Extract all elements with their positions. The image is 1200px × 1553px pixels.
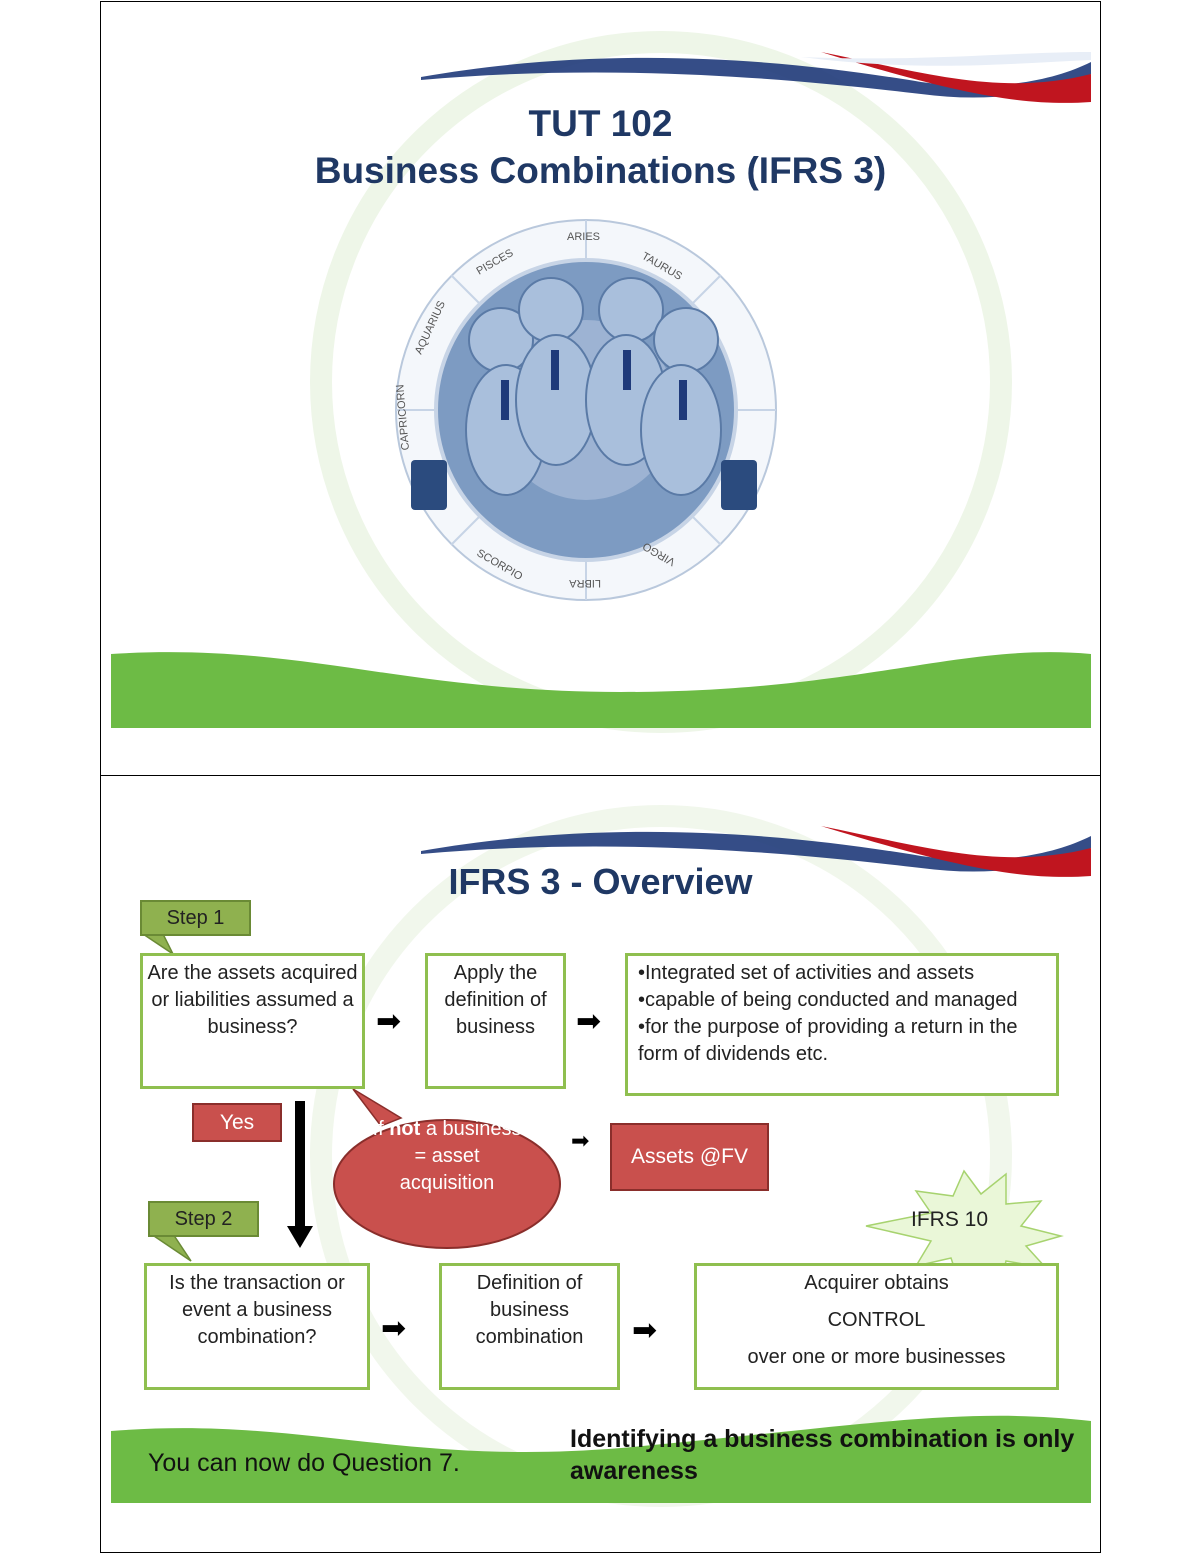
right-arrow-icon: ➡: [576, 1005, 602, 1038]
yes-label: Yes: [192, 1103, 282, 1142]
definition-bullet: •Integrated set of activities and assets: [638, 962, 975, 984]
definition-bullet: •for the purpose of providing a return i…: [638, 1016, 1018, 1065]
footer-left-text: You can now do Question 7.: [148, 1449, 460, 1477]
callout-icon: [333, 1119, 561, 1249]
business-definition-box: •Integrated set of activities and assets…: [625, 953, 1059, 1096]
slide-2-title: IFRS 3 - Overview: [448, 861, 753, 902]
down-arrow-icon: [287, 1226, 313, 1248]
title-line-1: TUT 102: [528, 103, 673, 144]
right-arrow-icon: ➡: [381, 1312, 407, 1345]
zodiac-label-capricorn: CAPRICORN: [394, 384, 412, 451]
slide-1: TUT 102 Business Combinations (IFRS 3): [100, 1, 1101, 776]
definition-bullet: •capable of being conducted and managed: [638, 989, 1018, 1011]
acquirer-line-2: CONTROL: [827, 1309, 926, 1331]
zodiac-wheel-icon: ARIES TAURUS PISCES AQUARIUS CAPRICORN S…: [394, 219, 777, 601]
right-arrow-icon: ➡: [632, 1314, 658, 1347]
ifrs10-label: IFRS 10: [911, 1208, 989, 1231]
acquirer-line-1: Acquirer obtains: [804, 1272, 949, 1294]
slide-2-decoration: [111, 805, 1091, 1507]
definition-bc-box: Definition of business combination: [439, 1263, 620, 1390]
apply-definition-box: Apply the definition of business: [425, 953, 566, 1089]
right-arrow-icon: ➡: [376, 1005, 402, 1038]
right-arrow-icon: ➡: [571, 1128, 590, 1153]
zodiac-label-aries: ARIES: [567, 231, 600, 243]
acquirer-control-box: Acquirer obtains CONTROL over one or mor…: [694, 1263, 1059, 1390]
assets-fv-box: Assets @FV: [610, 1123, 769, 1191]
slide-1-decoration: [111, 31, 1091, 733]
not-business-text: If not a business = asset acquisition: [372, 1118, 522, 1194]
title-line-2: Business Combinations (IFRS 3): [314, 150, 887, 191]
acquirer-line-3: over one or more businesses: [747, 1346, 1006, 1368]
slide-1-title: TUT 102 Business Combinations (IFRS 3): [101, 100, 1100, 194]
footer-right-text: Identifying a business combination is on…: [570, 1425, 1075, 1485]
step-2-tag: Step 2: [148, 1201, 259, 1237]
slide-2: IFRS 3 - Overview Step 1 Are the assets …: [100, 775, 1101, 1553]
step-1-tag: Step 1: [140, 900, 251, 936]
step-2-question-box: Is the transaction or event a business c…: [144, 1263, 370, 1390]
zodiac-label-libra: LIBRA: [569, 577, 601, 589]
step-1-question-box: Are the assets acquired or liabilities a…: [140, 953, 365, 1089]
